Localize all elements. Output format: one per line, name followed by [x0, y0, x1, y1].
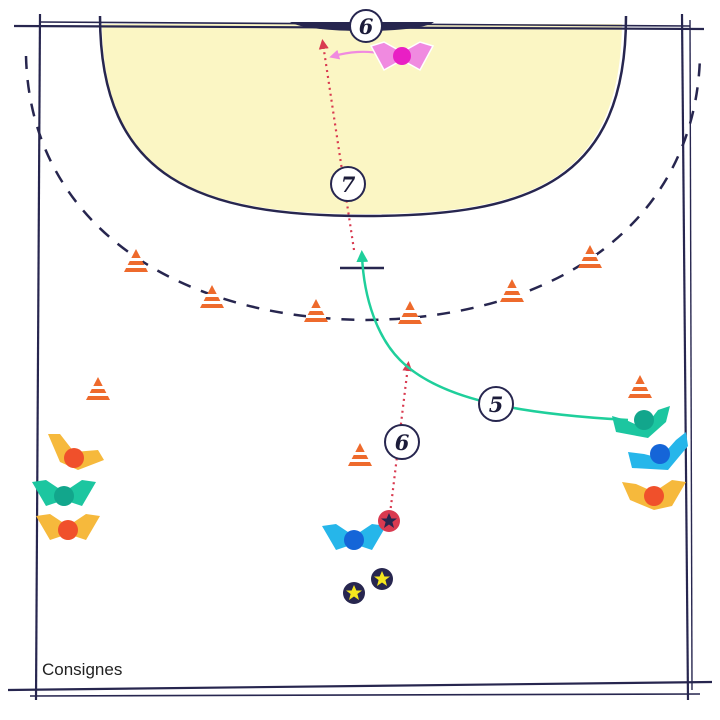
step-number-dribble: 6: [395, 430, 410, 455]
step-number-pass: 7: [341, 172, 356, 197]
step-number-run: 5: [489, 392, 504, 417]
player-icon-blue-right: [628, 432, 688, 470]
step-badge-dribble: 6: [384, 424, 420, 460]
star-icon: [346, 585, 362, 600]
cone-icon: [348, 443, 372, 466]
step-badge-pass: 7: [330, 166, 366, 202]
cone-icon: [578, 245, 602, 268]
player-icon-teal-right: [612, 406, 670, 438]
dribble-arrow: [388, 361, 413, 515]
step-badge-goal: 6: [349, 9, 383, 43]
player-icon-yellow-right: [622, 480, 686, 510]
cone-icon: [628, 375, 652, 398]
instructions-label: Consignes: [42, 660, 123, 679]
court-line-left: [34, 13, 42, 701]
ball-icon-spare-2: [371, 568, 393, 590]
player-icon-teal-left: [32, 480, 96, 506]
cone-icon: [200, 285, 224, 308]
cones: [86, 245, 652, 466]
player-icon-blue-center: [322, 524, 386, 550]
step-number-goal: 6: [359, 14, 374, 39]
cone-icon: [124, 249, 148, 272]
goalkeeper-player-icon: [369, 41, 435, 72]
cone-icon: [86, 377, 110, 400]
free-throw-line: [24, 55, 702, 322]
court-line-bottom: [7, 680, 713, 692]
star-icon: [381, 513, 397, 528]
ball-icon-spare-1: [343, 582, 365, 604]
player-icon-yellow-left-bottom: [36, 514, 100, 540]
step-badge-run: 5: [478, 386, 514, 422]
court-line-right-2: [689, 19, 693, 691]
cone-icon: [398, 301, 422, 324]
run-arrow: [356, 250, 629, 422]
court-line-bottom-2: [29, 693, 701, 697]
player-icon-yellow-left-top: [48, 434, 104, 470]
cone-icon: [304, 299, 328, 322]
goal-area: [102, 24, 622, 214]
court-line-right: [680, 13, 690, 701]
ball-icon-with-player: [378, 510, 400, 532]
star-icon: [374, 571, 390, 586]
goal-area-line: [98, 15, 628, 218]
cone-icon: [500, 279, 524, 302]
